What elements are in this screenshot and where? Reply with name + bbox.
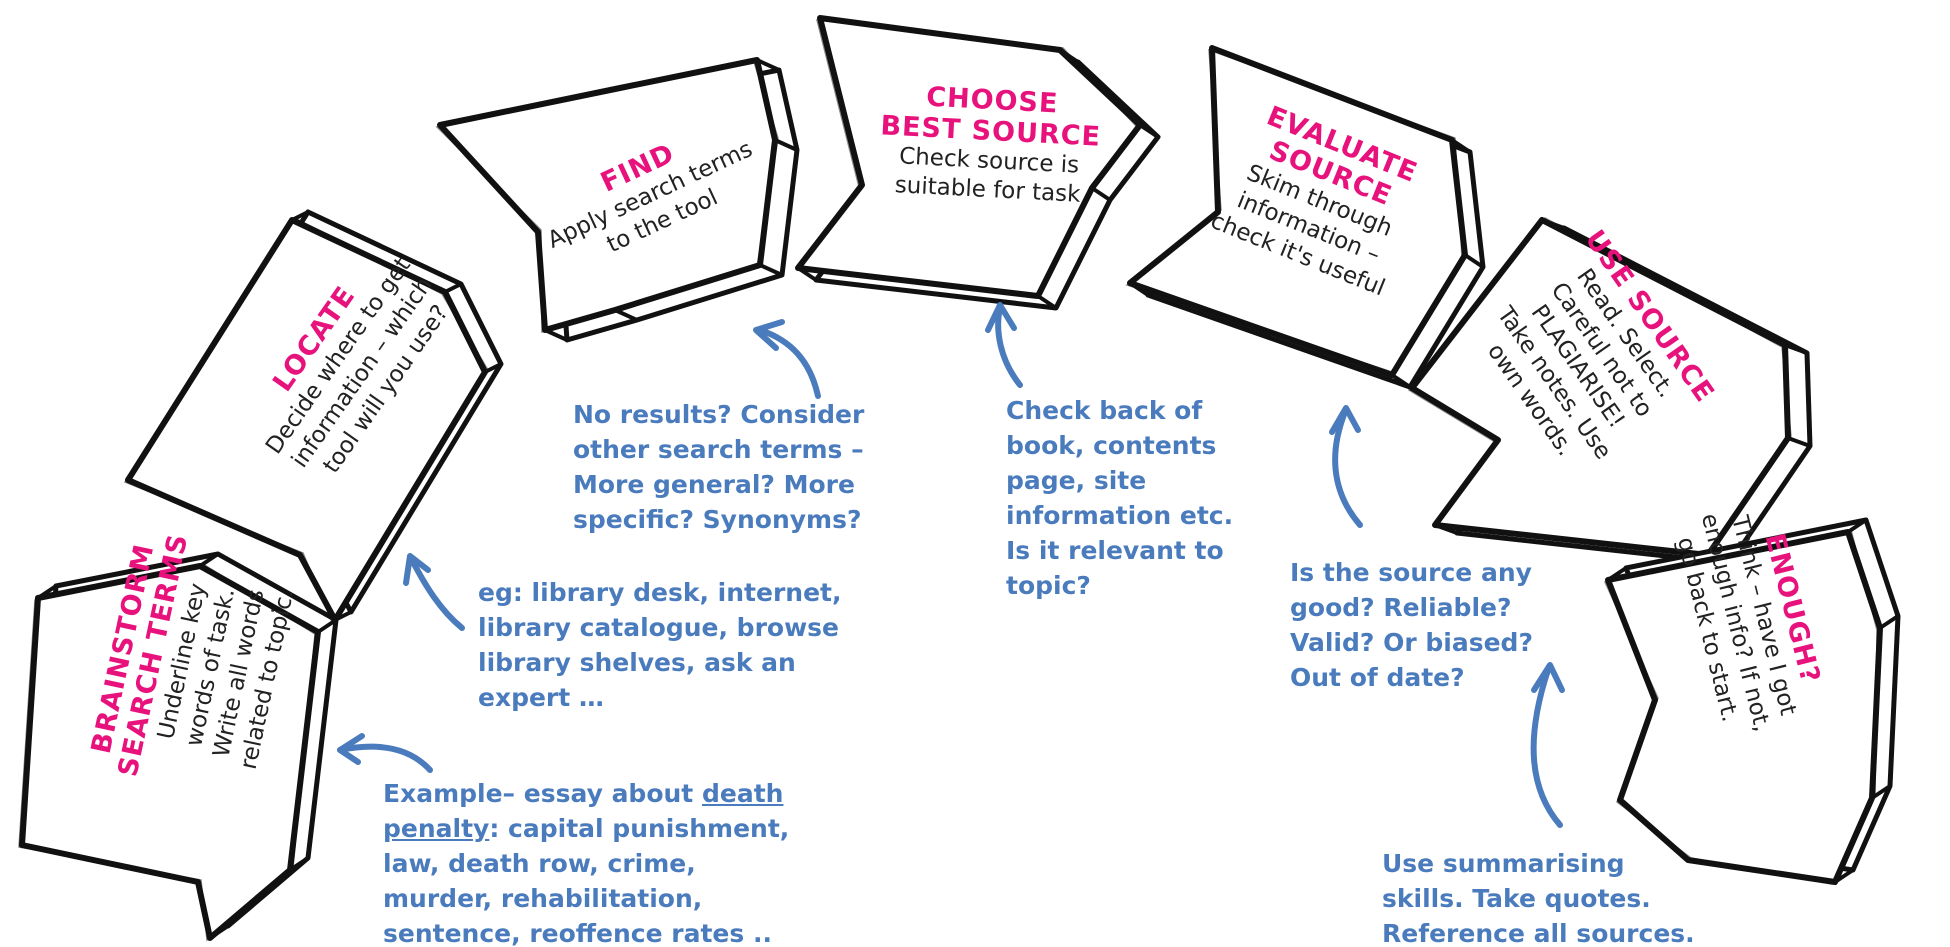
card-evaluate-shape: [1125, 45, 1486, 390]
card-brainstorm-sketch: [18, 563, 316, 942]
arrow-evaluate-head: [1329, 405, 1361, 435]
card-brainstorm-shape: [18, 551, 339, 942]
arrow-locate: [403, 553, 465, 631]
card-choose-text: CHOOSE BEST SOURCE Check source is suita…: [867, 79, 1113, 211]
arrow-brainstorm-shaft: [337, 743, 433, 773]
note-brainstorm-underlined: death penalty: [383, 779, 784, 843]
arrow-locate-shaft: [409, 557, 465, 631]
card-find-edge: [756, 58, 780, 72]
card-enough-shape: [1603, 517, 1901, 885]
arrow-brainstorm-head: [337, 733, 365, 765]
card-locate-sketch: [123, 217, 489, 624]
note-brainstorm-rest: : capital punishment, law, death row, cr…: [383, 814, 790, 947]
arrow-find-head: [753, 319, 785, 351]
card-evaluate-edge: [1463, 253, 1485, 269]
arrow-brainstorm: [337, 733, 433, 773]
card-use-shape: [1407, 217, 1813, 566]
card-locate-face: [125, 217, 488, 623]
card-enough-sketch: [1603, 529, 1878, 885]
arrow-use-shaft: [1530, 667, 1563, 828]
note-use: Use summarising skills. Take quotes. Ref…: [1382, 849, 1695, 947]
note-find: No results? Consider other search terms …: [573, 400, 865, 534]
card-find-shape: [435, 57, 800, 343]
note-brainstorm: Example– essay about death penalty: capi…: [383, 776, 789, 947]
card-use-sketch: [1407, 217, 1792, 558]
card-find-sketch: [435, 61, 779, 334]
note-locate: eg: library desk, internet, library cata…: [478, 578, 842, 712]
arrow-use: [1530, 662, 1565, 828]
arrow-choose-shaft: [995, 305, 1023, 388]
arrow-choose: [985, 302, 1023, 388]
arrow-find: [753, 319, 821, 399]
note-brainstorm-prefix: Example– essay about: [383, 779, 702, 808]
card-locate-shape: [123, 209, 504, 624]
arrow-evaluate: [1329, 405, 1363, 528]
arrow-evaluate-shaft: [1332, 409, 1363, 528]
card-find-edge: [774, 138, 798, 152]
card-choose-sketch: [799, 19, 1138, 299]
card-find-edge: [759, 263, 783, 277]
note-evaluate: Is the source any good? Reliable? Valid?…: [1290, 558, 1533, 692]
arrow-use-head: [1531, 662, 1565, 693]
arrow-locate-head: [403, 553, 431, 586]
card-evaluate-sketch: [1125, 48, 1463, 374]
arrow-find-shaft: [757, 327, 821, 399]
card-choose-edge: [1138, 123, 1160, 139]
card-use-edge: [1787, 436, 1811, 448]
card-evaluate-edge: [1390, 373, 1412, 389]
note-choose: Check back of book, contents page, site …: [1006, 396, 1234, 600]
card-enough-edge: [1878, 614, 1900, 630]
card-choose-edge: [1036, 294, 1058, 310]
arrow-choose-head: [985, 302, 1017, 333]
card-choose-edge: [1090, 186, 1112, 202]
card-use-edge: [1784, 343, 1808, 355]
card-choose-shape: [795, 15, 1161, 311]
